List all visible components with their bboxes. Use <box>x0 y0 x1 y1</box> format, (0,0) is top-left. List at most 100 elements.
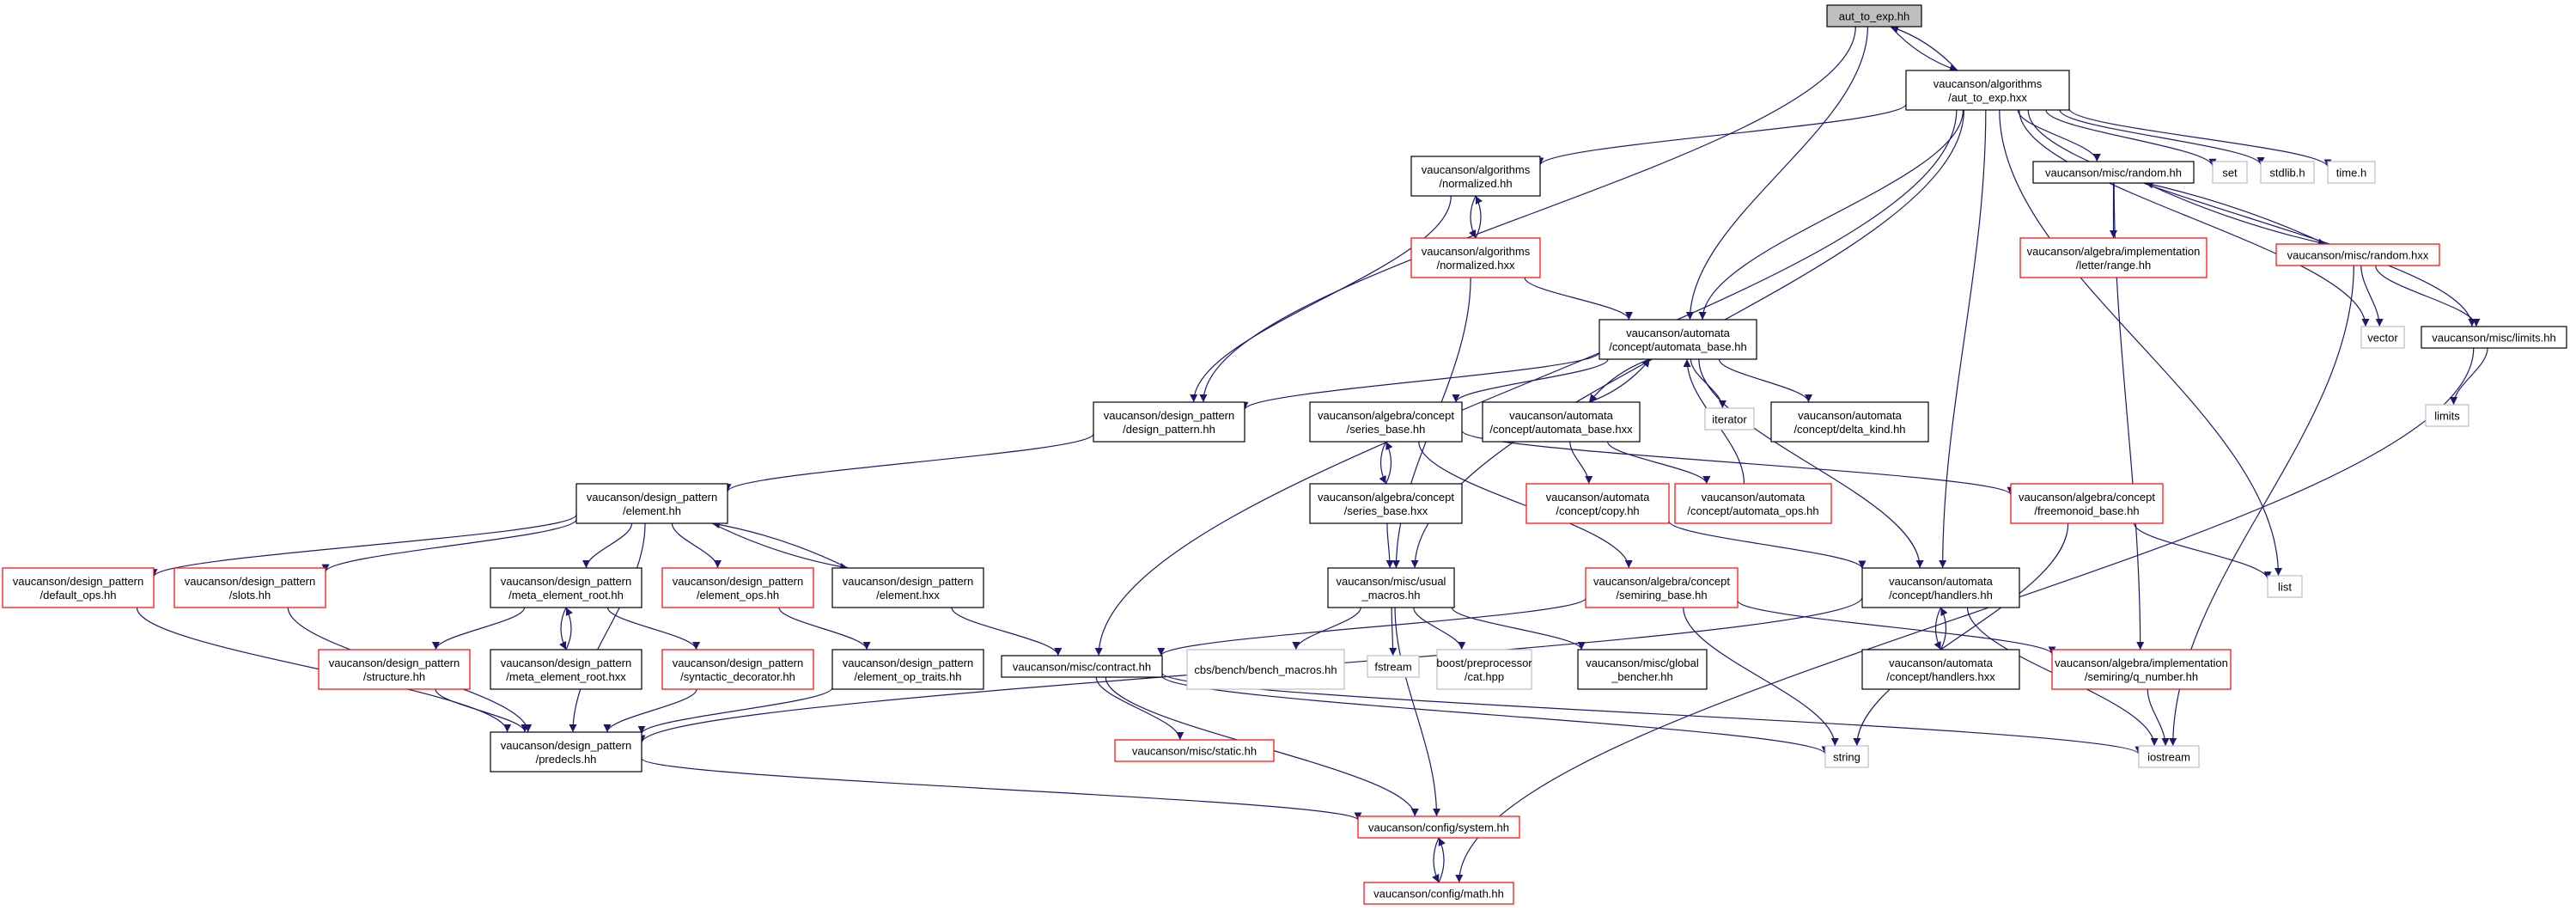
dependency-edge <box>2059 109 2265 166</box>
dependency-edge <box>1588 358 1651 403</box>
node-handlers-hh[interactable]: vaucanson/automata/concept/handlers.hh <box>1861 567 2020 608</box>
node-bench-macros-hh-box <box>1186 649 1345 690</box>
node-string-label-line: string <box>1833 751 1860 764</box>
node-config-math-hh[interactable]: vaucanson/config/math.hh <box>1363 882 1514 905</box>
node-predecls-hh[interactable]: vaucanson/design_pattern/predecls.hh <box>490 731 642 773</box>
node-meta-element-root-hxx[interactable]: vaucanson/design_pattern/meta_element_ro… <box>490 649 642 690</box>
dependency-edge-line <box>2045 109 2217 167</box>
node-misc-usual-macros-hh-label-line: vaucanson/misc/usual <box>1337 575 1446 588</box>
node-series-base-hxx[interactable]: vaucanson/algebra/concept/series_base.hx… <box>1309 483 1463 524</box>
node-element-hxx[interactable]: vaucanson/design_pattern/element.hxx <box>831 567 984 608</box>
node-semiring-base-hh-label-line: vaucanson/algebra/concept <box>1593 575 1730 588</box>
node-letter-range-hh-box <box>2019 237 2208 278</box>
node-algorithms-normalized-hxx-box <box>1410 237 1541 278</box>
node-automata-base-hxx[interactable]: vaucanson/automata/concept/automata_base… <box>1482 401 1641 443</box>
dependency-edge <box>641 758 1362 821</box>
node-automata-base-hh[interactable]: vaucanson/automata/concept/automata_base… <box>1599 319 1757 360</box>
node-q-number-hh[interactable]: vaucanson/algebra/implementation/semirin… <box>2051 649 2232 690</box>
node-predecls-hh-label-line: vaucanson/design_pattern <box>501 739 632 752</box>
dependency-edge <box>435 688 529 733</box>
node-letter-range-hh[interactable]: vaucanson/algebra/implementation/letter/… <box>2019 237 2208 278</box>
node-misc-limits-hh-box <box>2421 326 2567 349</box>
node-misc-static-hh-label-line: vaucanson/misc/static.hh <box>1132 745 1257 758</box>
dependency-edge-line <box>1607 441 1711 485</box>
node-automata-base-hh-label-line: /concept/automata_base.hh <box>1609 340 1746 353</box>
node-design-pattern-hh[interactable]: vaucanson/design_pattern/design_pattern.… <box>1093 401 1245 443</box>
dependency-edge-line <box>2059 109 2265 166</box>
node-freemonoid-base-hh[interactable]: vaucanson/algebra/concept/freemonoid_bas… <box>2010 483 2164 524</box>
node-meta-element-root-hh-label-line: /meta_element_root.hh <box>509 589 624 602</box>
node-misc-limits-hh[interactable]: vaucanson/misc/limits.hh <box>2421 326 2567 349</box>
node-element-hxx-label-line: /element.hxx <box>876 589 940 602</box>
node-misc-random-hh[interactable]: vaucanson/misc/random.hh <box>2032 161 2195 184</box>
node-meta-element-root-hh-label-line: vaucanson/design_pattern <box>501 575 632 588</box>
dependency-edge-line <box>1890 25 1958 71</box>
dependency-edge <box>1094 109 1958 657</box>
node-syntactic-decorator-hh-label-line: vaucanson/design_pattern <box>673 657 804 669</box>
node-stdlib-h-box <box>2260 161 2315 184</box>
dependency-edge-line <box>1438 837 1446 883</box>
node-element-hh-box <box>575 483 728 524</box>
dependency-edge <box>711 522 849 571</box>
node-fstream-box <box>1367 655 1420 678</box>
node-structure-hh-label-line: vaucanson/design_pattern <box>329 657 460 669</box>
node-copy-hh[interactable]: vaucanson/automata/concept/copy.hh <box>1526 483 1670 524</box>
node-design-pattern-hh-label-line: /design_pattern.hh <box>1123 423 1215 436</box>
dependency-edge-line <box>2145 180 2327 245</box>
node-slots-hh[interactable]: vaucanson/design_pattern/slots.hh <box>174 567 326 608</box>
dependency-edge <box>1455 347 2475 883</box>
dependency-edge-line <box>149 514 577 577</box>
node-element-ops-hh[interactable]: vaucanson/design_pattern/element_ops.hh <box>661 567 814 608</box>
node-list-label-line: list <box>2278 581 2292 594</box>
dependency-edge-line <box>2145 182 2327 247</box>
node-bench-macros-hh-label-line: cbs/bench/bench_macros.hh <box>1194 663 1337 676</box>
node-misc-contract-hh[interactable]: vaucanson/misc/contract.hh <box>1001 655 1163 678</box>
node-syntactic-decorator-hh[interactable]: vaucanson/design_pattern/syntactic_decor… <box>661 649 814 690</box>
node-element-op-traits-hh[interactable]: vaucanson/design_pattern/element_op_trai… <box>831 649 984 690</box>
node-config-system-hh[interactable]: vaucanson/config/system.hh <box>1357 815 1520 839</box>
node-automata-ops-hh[interactable]: vaucanson/automata/concept/automata_ops.… <box>1674 483 1832 524</box>
node-structure-hh-label-line: /structure.hh <box>363 670 425 683</box>
node-misc-random-hxx-label-line: vaucanson/misc/random.hxx <box>2287 249 2429 262</box>
dependency-edge-line <box>1094 109 1958 657</box>
node-element-hh[interactable]: vaucanson/design_pattern/element.hh <box>575 483 728 524</box>
dependency-edge <box>2068 108 2332 168</box>
node-misc-static-hh[interactable]: vaucanson/misc/static.hh <box>1114 739 1275 762</box>
node-misc-global-bencher-hh-label-line: vaucanson/misc/global <box>1586 657 1699 669</box>
node-delta-kind-hh-box <box>1770 401 1929 443</box>
node-config-system-hh-box <box>1357 815 1520 839</box>
node-automata-base-hxx-label-line: vaucanson/automata <box>1509 409 1613 422</box>
dependency-edge-line <box>1469 195 1477 239</box>
dependency-edge-line <box>1385 441 1393 485</box>
node-misc-global-bencher-hh[interactable]: vaucanson/misc/global_bencher.hh <box>1577 649 1708 690</box>
node-meta-element-root-hh[interactable]: vaucanson/design_pattern/meta_element_ro… <box>490 567 642 608</box>
node-series-base-hxx-label-line: vaucanson/algebra/concept <box>1318 491 1454 504</box>
node-misc-contract-hh-label-line: vaucanson/misc/contract.hh <box>1013 661 1151 674</box>
node-semiring-base-hh[interactable]: vaucanson/algebra/concept/semiring_base.… <box>1585 567 1739 608</box>
node-time-h-box <box>2327 161 2376 184</box>
node-limits-box <box>2425 404 2469 427</box>
dependency-edge <box>1432 837 1440 883</box>
node-preprocessor-cat-hpp: boost/preprocessor/cat.hpp <box>1436 649 1532 690</box>
node-letter-range-hh-label-line: vaucanson/algebra/implementation <box>2027 245 2201 258</box>
node-element-op-traits-hh-label-line: vaucanson/design_pattern <box>843 657 974 669</box>
dependency-edge <box>1095 676 1184 741</box>
node-misc-usual-macros-hh-label-line: _macros.hh <box>1361 589 1421 602</box>
node-default-ops-hh-label-line: vaucanson/design_pattern <box>13 575 144 588</box>
node-iterator-label-line: iterator <box>1712 413 1747 426</box>
dependency-edge <box>1418 441 1633 569</box>
node-series-base-hh[interactable]: vaucanson/algebra/concept/series_base.hh <box>1309 401 1463 443</box>
node-series-base-hh-box <box>1309 401 1463 443</box>
node-algorithms-normalized-hh[interactable]: vaucanson/algorithms/normalized.hh <box>1410 156 1541 197</box>
node-series-base-hh-label-line: vaucanson/algebra/concept <box>1318 409 1454 422</box>
node-structure-hh[interactable]: vaucanson/design_pattern/structure.hh <box>318 649 471 690</box>
node-handlers-hxx[interactable]: vaucanson/automata/concept/handlers.hxx <box>1861 649 2020 690</box>
node-algorithms-aut-to-exp-hxx[interactable]: vaucanson/algorithms/aut_to_exp.hxx <box>1905 70 2070 111</box>
node-algorithms-normalized-hxx[interactable]: vaucanson/algorithms/normalized.hxx <box>1410 237 1541 278</box>
dependency-edge <box>2147 688 2170 747</box>
node-misc-random-hxx[interactable]: vaucanson/misc/random.hxx <box>2275 243 2440 266</box>
node-misc-usual-macros-hh[interactable]: vaucanson/misc/usual_macros.hh <box>1327 567 1455 608</box>
node-delta-kind-hh[interactable]: vaucanson/automata/concept/delta_kind.hh <box>1770 401 1929 443</box>
node-default-ops-hh[interactable]: vaucanson/design_pattern/default_ops.hh <box>2 567 155 608</box>
